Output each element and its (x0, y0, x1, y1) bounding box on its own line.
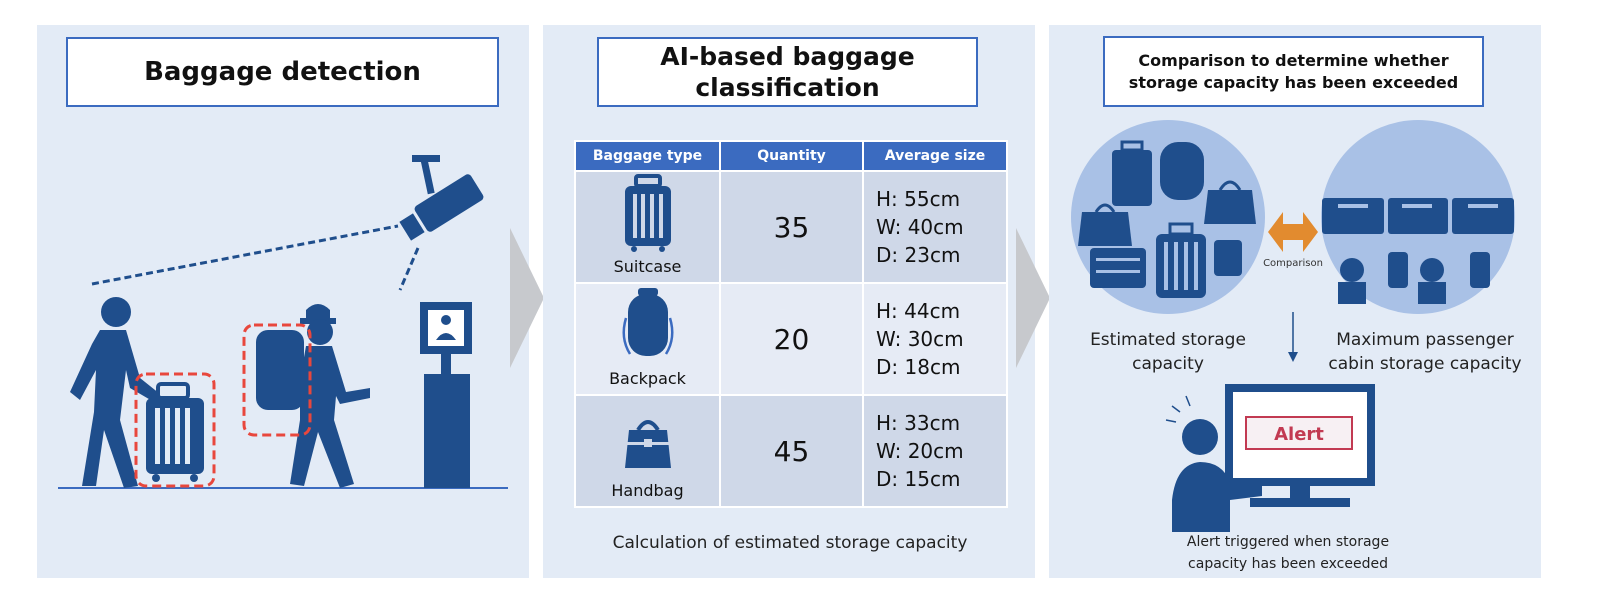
classification-caption: Calculation of estimated storage capacit… (612, 533, 968, 553)
table-row: Backpack 20 H: 44cm W: 30cm D: 18cm (574, 282, 1008, 396)
flow-arrow-2 (1016, 228, 1050, 368)
alert-caption-2: capacity has been exceeded (1188, 556, 1388, 572)
cell-quantity: 35 (719, 170, 864, 284)
kiosk-icon (420, 302, 472, 488)
cell-quantity: 20 (719, 282, 864, 396)
surprise-lines-icon (1165, 395, 1191, 423)
header-quantity: Quantity (719, 140, 864, 172)
maximum-capacity-label-2: cabin storage capacity (1328, 354, 1521, 374)
size-depth: D: 15cm (876, 467, 961, 491)
size-height: H: 55cm (876, 187, 961, 211)
table-header-row: Baggage type Quantity Average size (574, 140, 1008, 172)
cell-size: H: 33cm W: 20cm D: 15cm (862, 394, 1008, 508)
backpack-icon (622, 288, 674, 356)
classification-title-box: AI-based baggage classification (597, 37, 978, 107)
flow-arrow-1 (510, 228, 544, 368)
backpacker-icon (256, 304, 370, 488)
comparison-double-arrow-icon (1268, 212, 1318, 252)
comparison-title-line2: storage capacity has been exceeded (1128, 72, 1459, 92)
cabin-overhead-bins-icon (1322, 198, 1514, 304)
detection-box-suitcase (134, 372, 216, 488)
size-width: W: 30cm (876, 327, 964, 351)
size-width: W: 40cm (876, 215, 964, 239)
detection-box-backpack (242, 323, 312, 437)
operator-person-icon (1172, 419, 1262, 532)
cell-size: H: 55cm W: 40cm D: 23cm (862, 170, 1008, 284)
header-baggage-type: Baggage type (574, 140, 721, 172)
down-arrow-icon (1288, 352, 1298, 362)
maximum-capacity-label-1: Maximum passenger (1336, 330, 1514, 350)
baggage-cluster-icon (1078, 140, 1256, 298)
cell-type: Backpack (574, 282, 721, 396)
alert-caption-1: Alert triggered when storage (1187, 534, 1389, 550)
header-average-size: Average size (862, 140, 1008, 172)
cell-type: Handbag (574, 394, 721, 508)
type-label: Backpack (609, 369, 686, 388)
suitcase-icon (625, 174, 671, 252)
size-depth: D: 23cm (876, 243, 961, 267)
table-row: Suitcase 35 H: 55cm W: 40cm D: 23cm (574, 170, 1008, 284)
size-depth: D: 18cm (876, 355, 961, 379)
alert-label: Alert (1274, 424, 1324, 445)
detection-title-box: Baggage detection (66, 37, 499, 107)
comparison-title-box: Comparison to determine whether storage … (1103, 36, 1484, 107)
comparison-label: Comparison (1263, 258, 1323, 269)
cell-quantity: 45 (719, 394, 864, 508)
table-row: Handbag 45 H: 33cm W: 20cm D: 15cm (574, 394, 1008, 508)
size-height: H: 44cm (876, 299, 961, 323)
detection-title: Baggage detection (144, 57, 421, 87)
cell-type: Suitcase (574, 170, 721, 284)
classification-title-line2: classification (695, 73, 880, 102)
estimated-capacity-label-2: capacity (1132, 354, 1204, 374)
size-height: H: 33cm (876, 411, 961, 435)
estimated-capacity-label-1: Estimated storage (1090, 330, 1246, 350)
detection-scene (58, 155, 508, 489)
security-camera-icon (399, 155, 484, 241)
baggage-table: Baggage type Quantity Average size Suitc… (574, 140, 1008, 508)
classification-title-line1: AI-based baggage (660, 42, 915, 71)
handbag-icon (625, 420, 671, 468)
comparison-title-line1: Comparison to determine whether (1138, 50, 1449, 70)
size-width: W: 20cm (876, 439, 964, 463)
camera-sight-line-2 (398, 247, 420, 291)
cell-size: H: 44cm W: 30cm D: 18cm (862, 282, 1008, 396)
walking-person-icon (70, 297, 160, 488)
camera-sight-line (91, 224, 399, 286)
monitor-icon (1225, 384, 1375, 507)
type-label: Suitcase (613, 257, 682, 276)
type-label: Handbag (611, 481, 684, 500)
suitcase-icon (146, 382, 204, 482)
